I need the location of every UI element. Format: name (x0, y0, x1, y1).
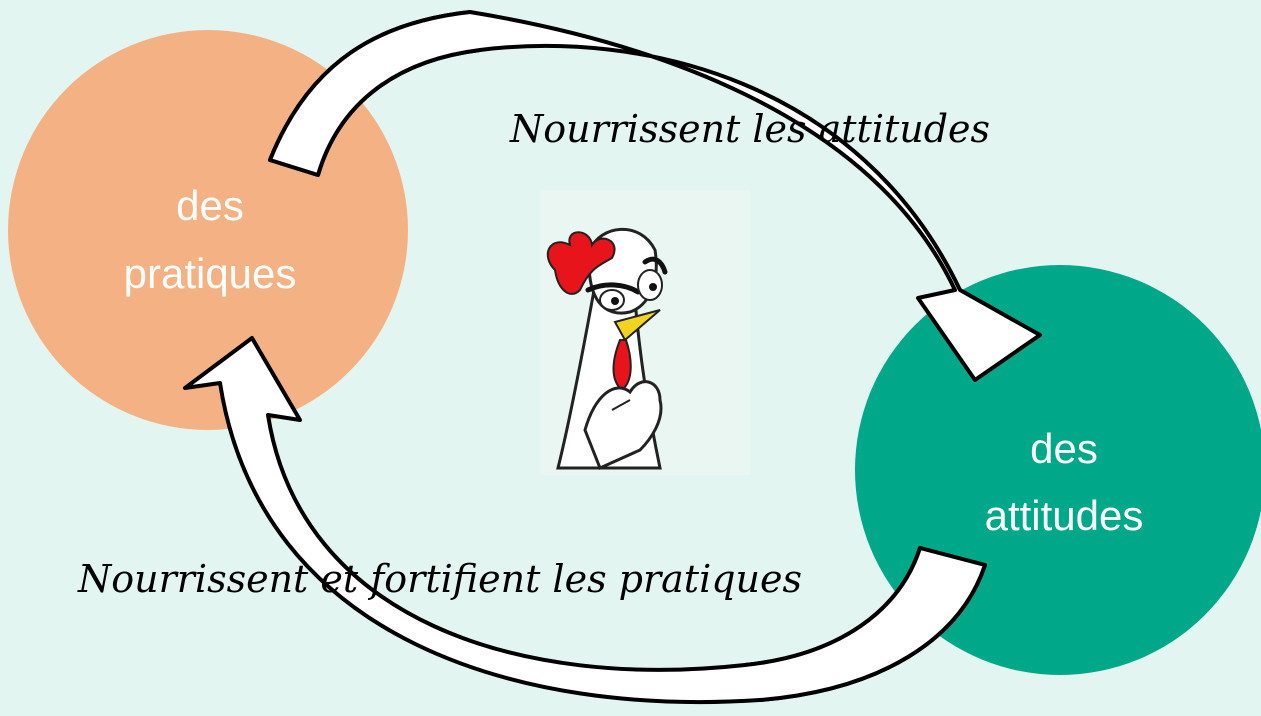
top-arrow-label: Nourrissent les attitudes (509, 107, 990, 151)
bottom-arrow-label: Nourrissent et fortifient les pratiques (77, 557, 802, 601)
thinking-rooster-icon (540, 190, 750, 475)
attitudes-label-line1: des (1030, 425, 1098, 472)
attitudes-label-line2: attitudes (985, 492, 1144, 539)
arrow-top-body (268, 10, 1042, 382)
arrow-attitudes-to-practices (183, 336, 987, 704)
arrow-practices-to-attitudes (268, 10, 1042, 382)
practices-label-line2: pratiques (124, 250, 297, 297)
practices-label-line1: des (176, 182, 244, 229)
arrow-bottom-body (183, 336, 987, 704)
